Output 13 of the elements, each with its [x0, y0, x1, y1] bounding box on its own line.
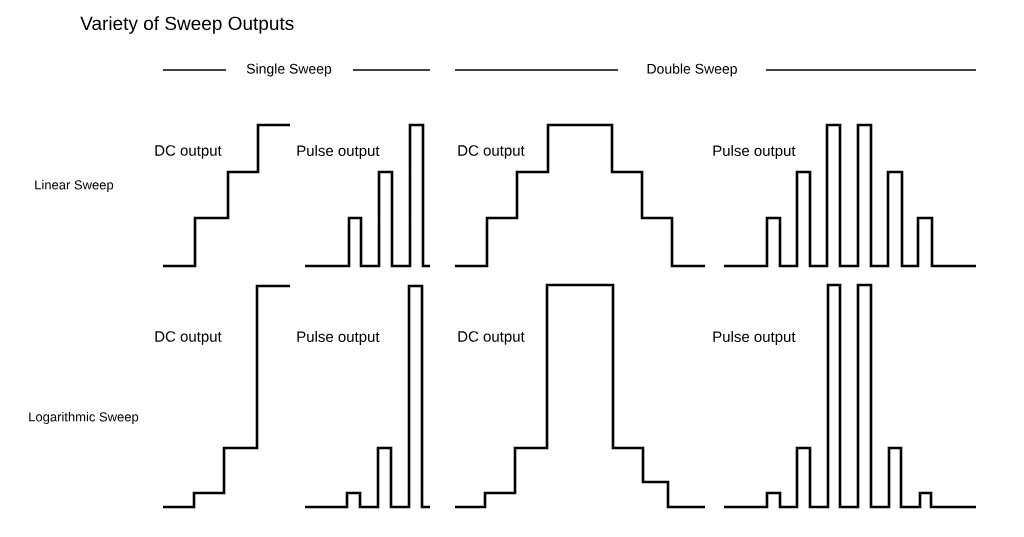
output-label: DC output	[458, 331, 525, 345]
output-label: Pulse output	[297, 331, 380, 345]
output-label: Pulse output	[297, 145, 380, 159]
section-heading: Single Sweep	[246, 63, 332, 77]
row-label: Logarithmic Sweep	[29, 411, 139, 425]
output-label: DC output	[155, 145, 222, 159]
section-heading: Double Sweep	[647, 63, 737, 77]
title: Variety of Sweep Outputs	[80, 16, 294, 34]
output-label: DC output	[458, 145, 525, 159]
row-label: Linear Sweep	[35, 179, 114, 193]
output-label: Pulse output	[713, 331, 796, 345]
output-label: Pulse output	[713, 145, 796, 159]
output-label: DC output	[155, 331, 222, 345]
